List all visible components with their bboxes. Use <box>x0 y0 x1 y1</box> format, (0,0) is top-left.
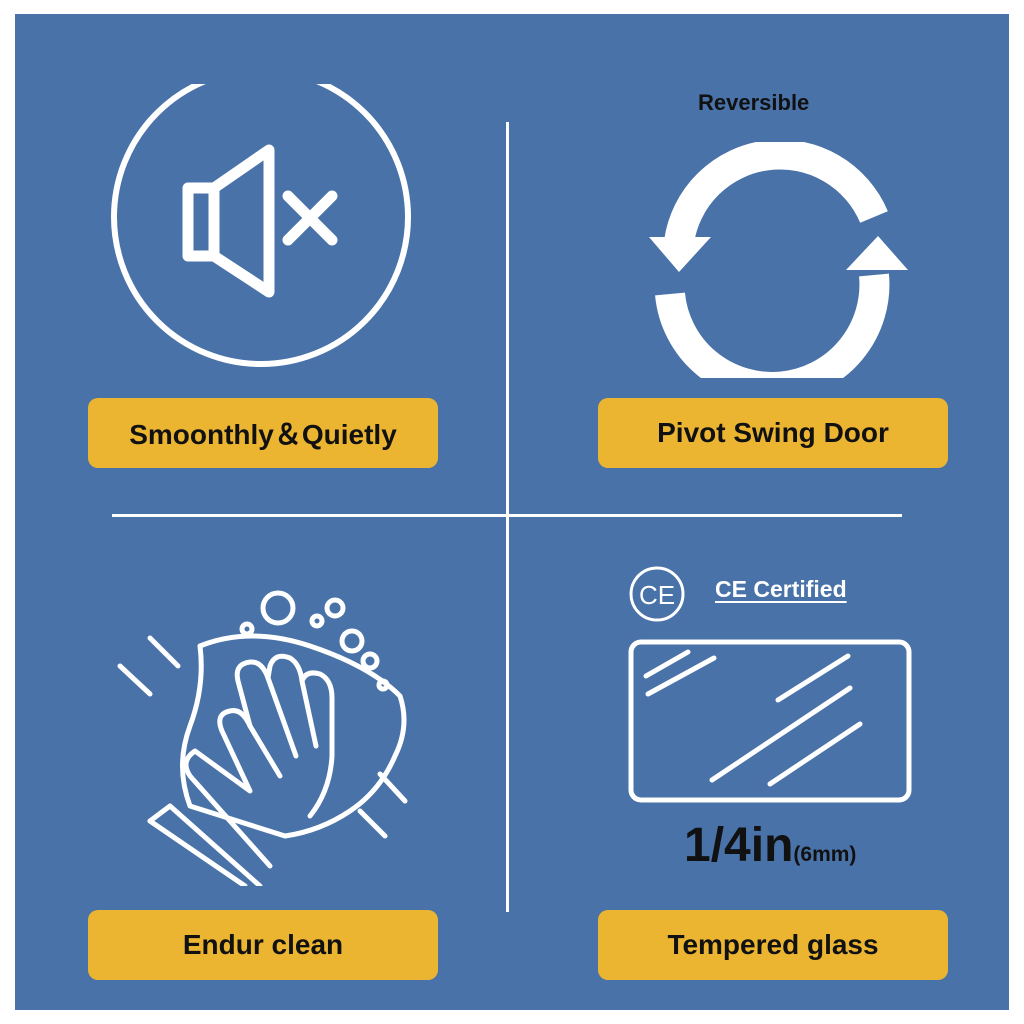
glass-pane-icon <box>628 639 912 803</box>
ce-certified-text: CE Certified <box>715 576 847 602</box>
mute-speaker-icon <box>111 84 411 367</box>
horizontal-divider <box>112 514 902 517</box>
glass-thickness: 1/4in(6mm) <box>684 818 856 873</box>
vertical-divider <box>506 122 509 912</box>
label-tempered-glass: Tempered glass <box>598 910 948 980</box>
thickness-mm: (6mm) <box>793 843 857 866</box>
reverse-arrows-icon <box>649 142 908 378</box>
label-pivot-swing-door: Pivot Swing Door <box>598 398 948 468</box>
label-endur-clean: Endur clean <box>88 910 438 980</box>
reversible-text: Reversible <box>698 90 810 115</box>
label-smoothly-quietly: Smoonthly＆Quietly <box>88 398 438 468</box>
ce-mark-icon: CE <box>629 566 685 622</box>
thickness-inches: 1/4in <box>684 819 794 872</box>
hand-wiping-icon <box>117 590 408 886</box>
ce-mark-text: CE <box>639 580 675 610</box>
